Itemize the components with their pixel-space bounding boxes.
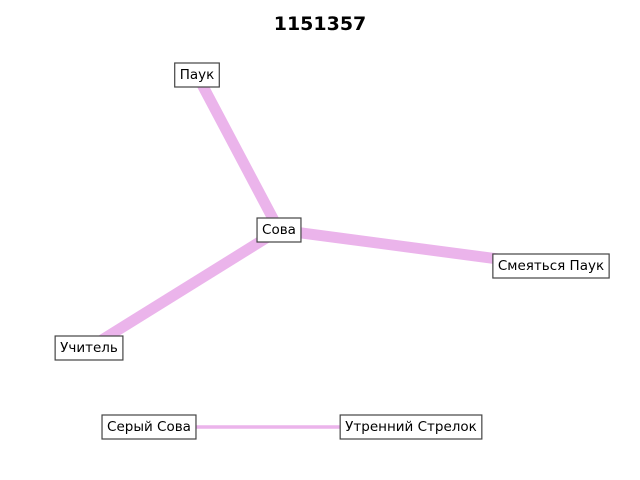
node-box — [339, 414, 483, 440]
node-uchitel: Учитель — [54, 335, 124, 361]
node-label: Сова — [262, 222, 296, 238]
edge-sova-pauk — [192, 72, 284, 233]
node-box — [174, 62, 220, 88]
node-label: Утренний Стрелок — [345, 419, 477, 435]
node-box — [256, 217, 302, 243]
node-label: Паук — [180, 67, 215, 83]
node-box — [101, 414, 197, 440]
node-box — [492, 253, 610, 279]
node-smeyatsya_pauk: Смеяться Паук — [492, 253, 610, 279]
edge-sova-uchitel — [86, 225, 282, 353]
node-pauk: Паук — [174, 62, 220, 88]
node-label: Смеяться Паук — [498, 258, 604, 274]
node-box — [54, 335, 124, 361]
node-label: Серый Сова — [107, 419, 191, 435]
node-label: Учитель — [60, 340, 118, 356]
edges-layer — [86, 72, 552, 429]
node-sova: Сова — [256, 217, 302, 243]
node-utrenniy_strelok: Утренний Стрелок — [339, 414, 483, 440]
diagram-title: 1151357 — [274, 13, 367, 35]
node-seryi_sova: Серый Сова — [101, 414, 197, 440]
